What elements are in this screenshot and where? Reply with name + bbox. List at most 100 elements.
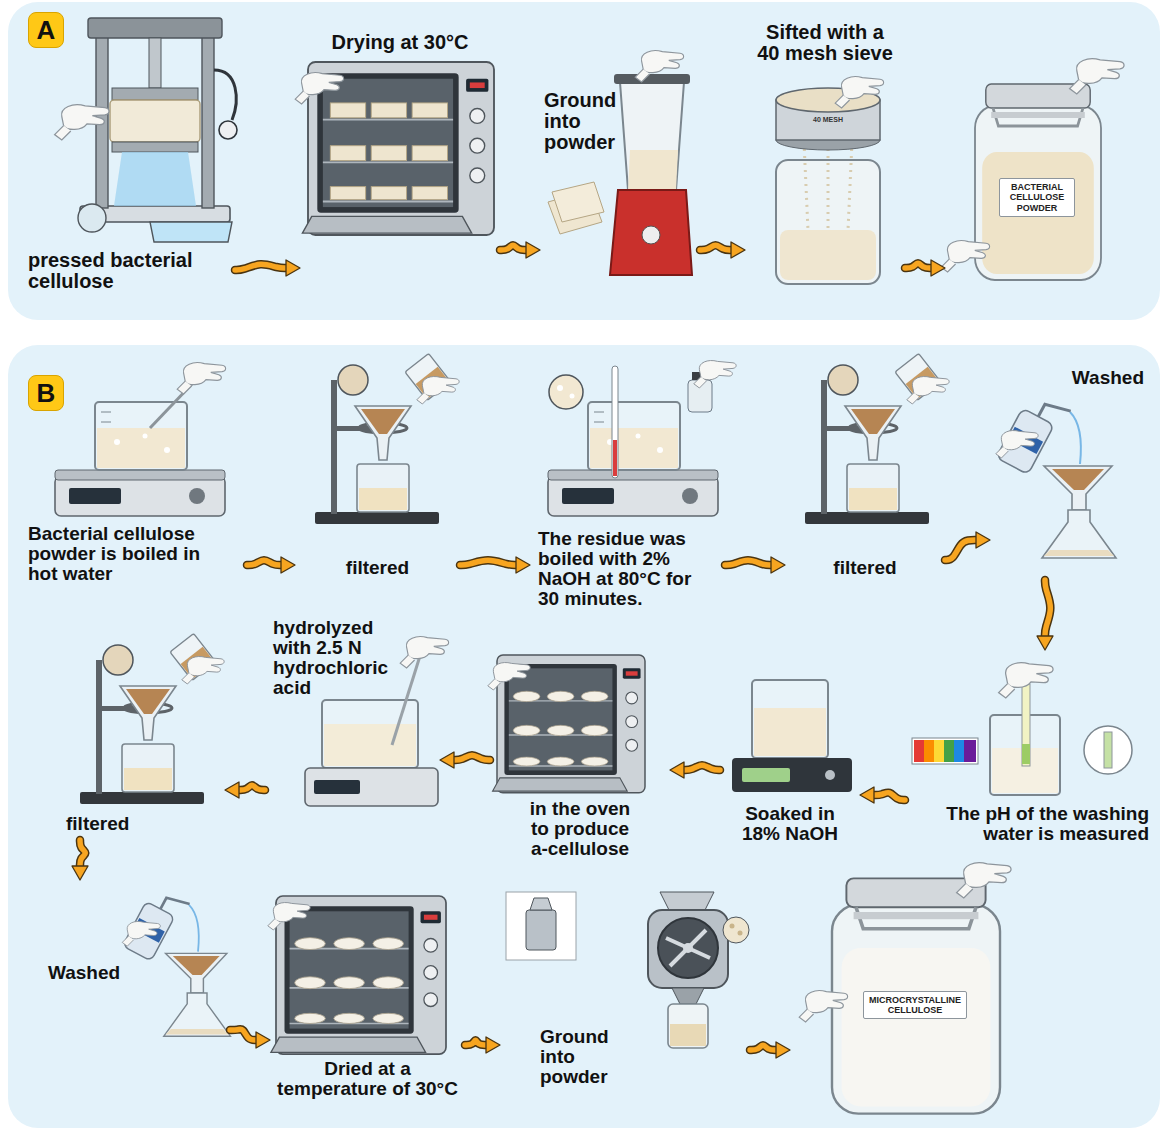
process-step: Bacterial cellulose powder is boiled in … xyxy=(22,360,247,590)
step-caption: Ground into powder xyxy=(540,1027,625,1087)
arrow-outline xyxy=(874,793,905,800)
process-arrow xyxy=(1045,580,1050,636)
arrow-line xyxy=(230,1029,256,1040)
arrow-outline xyxy=(725,560,771,565)
process-step: Ground into powder xyxy=(540,60,700,290)
step-caption: hydrolyzed with 2.5 N hydrochloric acid xyxy=(273,618,393,698)
blender xyxy=(548,51,692,275)
process-step: Drying at 30°C xyxy=(300,28,500,278)
step-caption: in the oven to produce a-cellulose xyxy=(520,799,640,859)
arrow-line xyxy=(247,560,281,565)
process-step: The residue was boiled with 2% NaOH at 8… xyxy=(530,360,725,615)
arrow-line xyxy=(874,793,905,800)
gloved-hand xyxy=(295,73,343,104)
arrow-line xyxy=(465,1040,486,1045)
panel: Apressed bacterial cellulose Drying at 30… xyxy=(8,2,1160,320)
label-holder: 40 MESH xyxy=(798,116,858,123)
process-step: The pH of the washing water is measured xyxy=(905,650,1155,850)
process-arrow xyxy=(725,560,771,565)
arrow-outline xyxy=(684,765,720,770)
arrow-outline xyxy=(700,245,731,250)
process-step: Washed xyxy=(990,358,1150,580)
process-arrow xyxy=(460,560,516,565)
process-arrow xyxy=(230,1029,256,1040)
storage-jar xyxy=(832,878,1000,1113)
wash-funnel xyxy=(996,390,1116,558)
process-step: filtered xyxy=(295,360,460,590)
arrow-line xyxy=(750,1045,776,1050)
process-step: Ground into powder xyxy=(500,885,750,1095)
gloved-hand xyxy=(1070,59,1124,94)
step-caption: Sifted with a 40 mesh sieve xyxy=(755,22,895,64)
gloved-hand xyxy=(957,863,1011,898)
process-arrow xyxy=(700,245,731,250)
process-arrow xyxy=(247,560,281,565)
process-step: filtered xyxy=(60,640,225,840)
process-arrow xyxy=(750,1045,776,1050)
step-caption: filtered xyxy=(790,558,940,578)
panel-ground xyxy=(8,345,1160,1128)
process-arrow xyxy=(905,263,931,268)
thermometer-bottle xyxy=(549,361,736,478)
panel: BBacterial cellulose powder is boiled in… xyxy=(8,345,1160,1128)
process-step: Washed xyxy=(40,880,230,1050)
arrow-outline xyxy=(500,245,526,250)
process-arrow xyxy=(454,755,490,760)
scale-beaker xyxy=(732,680,852,792)
arrow-outline xyxy=(230,1029,256,1040)
arrow-line xyxy=(239,785,265,790)
process-arrow xyxy=(80,840,85,866)
step-caption: filtered xyxy=(303,558,453,578)
process-step: pressed bacterial cellulose xyxy=(20,20,235,300)
filter-stand xyxy=(80,634,224,804)
step-caption: pressed bacterial cellulose xyxy=(28,250,218,292)
arrow-outline xyxy=(80,840,85,866)
process-arrow xyxy=(874,793,905,800)
panel-ground xyxy=(8,2,1160,320)
grinder xyxy=(506,892,749,1048)
arrow-line xyxy=(460,560,516,565)
gloved-hand xyxy=(941,241,989,272)
process-step: Dried at a temperature of 30°C xyxy=(270,890,465,1105)
process-arrow xyxy=(235,264,286,270)
process-step: Sifted with a 40 mesh sieve xyxy=(745,18,905,290)
arrow-line xyxy=(945,540,976,560)
step-caption: Dried at a temperature of 30°C xyxy=(274,1059,461,1099)
process-step: in the oven to produce a-cellulose xyxy=(490,650,670,865)
process-arrow xyxy=(945,540,976,560)
jar-label: BACTERIAL CELLULOSE POWDER xyxy=(999,178,1075,217)
wash-funnel xyxy=(122,885,230,1036)
process-arrow xyxy=(465,1040,486,1045)
step-caption: Washed xyxy=(1044,368,1144,388)
arrow-outline xyxy=(235,264,286,270)
process-arrow xyxy=(239,785,265,790)
arrow-line xyxy=(500,245,526,250)
arrow-outline xyxy=(247,560,281,565)
process-arrow xyxy=(684,765,720,770)
hotplate-beaker xyxy=(548,402,718,516)
filter-stand xyxy=(315,354,459,524)
arrow-line xyxy=(700,245,731,250)
ph-test xyxy=(912,663,1132,795)
step-caption: Bacterial cellulose powder is boiled in … xyxy=(28,524,228,584)
hydraulic-press xyxy=(55,18,237,242)
process-step: filtered xyxy=(785,360,945,590)
gloved-hand xyxy=(268,903,310,930)
arrow-outline xyxy=(750,1045,776,1050)
arrow-outline xyxy=(465,1040,486,1045)
arrow-line xyxy=(454,755,490,760)
step-caption: The residue was boiled with 2% NaOH at 8… xyxy=(538,529,713,609)
arrow-outline xyxy=(454,755,490,760)
step-caption: filtered xyxy=(66,814,186,834)
process-arrow xyxy=(500,245,526,250)
step-caption: Ground into powder xyxy=(544,90,629,153)
storage-jar xyxy=(975,84,1101,280)
drying-oven xyxy=(271,896,446,1054)
panel-badge: A xyxy=(28,12,64,48)
arrow-outline xyxy=(239,785,265,790)
step-caption: The pH of the washing water is measured xyxy=(924,804,1149,844)
process-step: hydrolyzed with 2.5 N hydrochloric acid xyxy=(265,610,440,815)
gloved-hand xyxy=(488,663,530,690)
